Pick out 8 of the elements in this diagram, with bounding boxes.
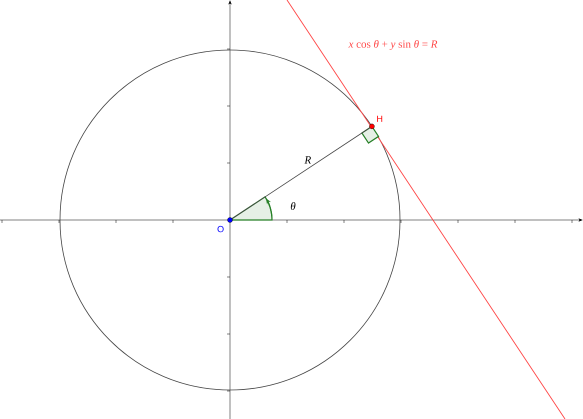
- point: [369, 124, 375, 130]
- point-label: H: [377, 116, 382, 122]
- radius-line: [232, 127, 370, 219]
- angle-label: θ: [290, 202, 296, 210]
- edge-label: R: [304, 156, 311, 164]
- point-label: O: [218, 226, 224, 232]
- point: [227, 217, 233, 223]
- equation-label: x cos θ + y sin θ = R: [348, 40, 438, 50]
